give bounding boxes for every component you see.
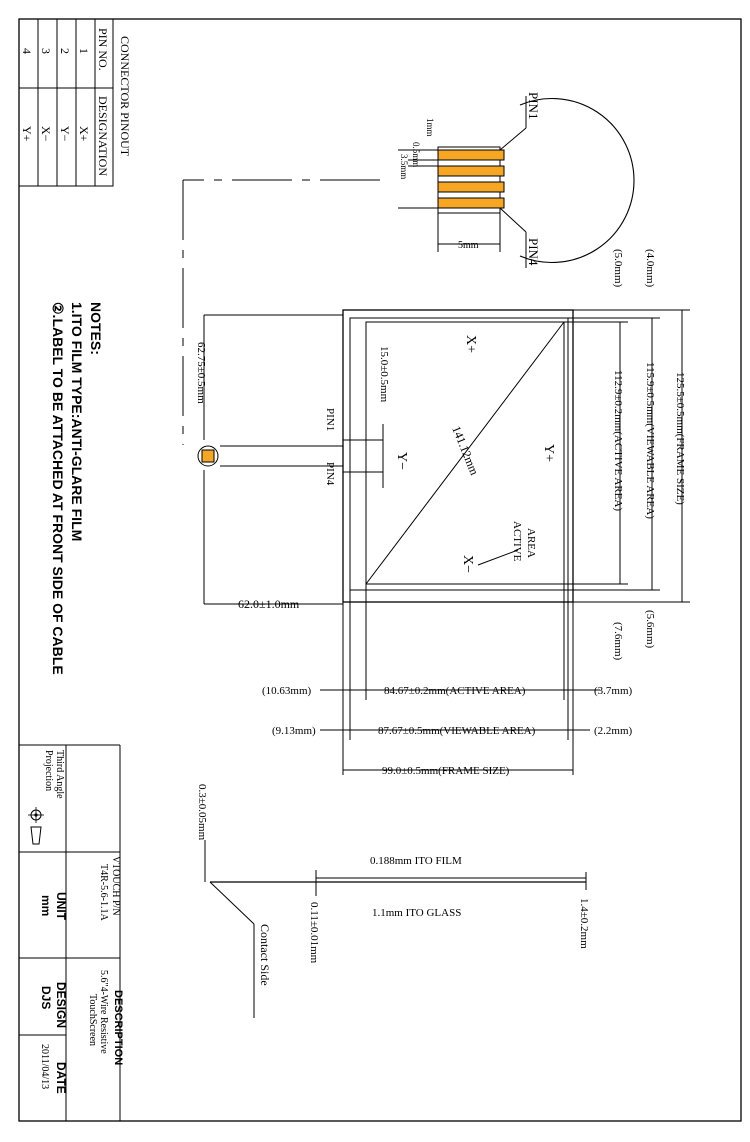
label-x-minus: X− [460, 555, 475, 573]
dim-top-5mm: (5.0mm) [612, 249, 624, 288]
active-area-label-2: AREA [525, 528, 537, 558]
pinout-title: CONNECTOR PINOUT [118, 36, 132, 157]
dim-bottom-76mm: (7.6mm) [612, 622, 624, 661]
tail-stiffener [342, 439, 384, 473]
dim-active-width: 84.67±0.2mm(ACTIVE AREA) [384, 685, 526, 697]
label-y-minus: Y− [394, 452, 409, 470]
section-total: 1.4±0.2mm [578, 898, 590, 949]
section-ito-glass: 1.1mm ITO GLASS [372, 907, 461, 919]
tail-pin1: PIN1 [324, 408, 336, 431]
title-unit-value: mm [39, 895, 53, 916]
section-ito-film: 0.188mm ITO FILM [370, 855, 462, 867]
viewable-outline [349, 317, 569, 591]
section-contact-side: Contact Side [258, 924, 272, 986]
title-unit-label: UNIT [54, 892, 68, 921]
title-design-value: DJS [39, 986, 53, 1009]
section-thk-tail: 0.3±0.05mm [196, 784, 208, 841]
projection-line1: Third Angle [54, 750, 65, 799]
title-design-label: DESIGN [54, 982, 68, 1028]
detail-circle [519, 97, 635, 264]
tail-offset-dim: 62.0±1.0mm [238, 597, 300, 611]
title-part-no: T4R-5.6-1.1A [98, 864, 109, 921]
dim-left-1063: (10.63mm) [262, 685, 312, 697]
section-view: 0.3±0.05mm 0.188mm ITO FILM 1.1mm ITO GL… [196, 784, 590, 1018]
section-gap: 0.11±0.01mm [308, 902, 320, 964]
title-date-label: DATE [54, 1062, 68, 1094]
dim-frame-height: 125.5±0.5mm(FRAME SIZE) [674, 372, 686, 505]
dim-top-4mm: (4.0mm) [644, 249, 656, 288]
detail-dim-5mm: 5mm [458, 240, 479, 251]
title-description-line1: 5.6"4-Wire Resistive [98, 970, 109, 1054]
title-company: VTOUCH P/N [110, 856, 121, 916]
active-outline [365, 321, 565, 585]
pinout-designation-4: Y+ [20, 126, 34, 142]
label-y-plus: Y+ [541, 444, 556, 462]
pinout-pin-2: 2 [58, 48, 72, 54]
dim-frame-width: 99.0±0.5mm(FRAME SIZE) [382, 765, 510, 777]
tail-width-dim: 15.0±0.5mm [378, 346, 390, 403]
dim-right-37: (3.7mm) [594, 685, 633, 697]
panel-front-view: 141.12mm X+ Y+ X− Y− ACTIVE AREA PIN1 PI… [195, 249, 690, 777]
connector-pinout-table: CONNECTOR PINOUT PIN NO. DESIGNATION 1 X… [18, 18, 132, 187]
title-description-line2: TouchScreen [87, 994, 98, 1046]
title-block: Third Angle Projection VTOUCH P/N T4R-5.… [19, 744, 124, 1121]
pinout-designation-3: X− [39, 126, 53, 142]
active-area-label-1: ACTIVE [511, 521, 523, 562]
dim-active-height: 112.9±0.2mm(ACTIVE AREA) [612, 370, 624, 511]
notes-block: NOTES: 1.ITO FILM TYPE:ANTI-GLARE FILM ②… [50, 302, 104, 675]
pinout-pin-4: 4 [20, 48, 34, 54]
pinout-col-pin: PIN NO. [96, 28, 110, 71]
frame-outline [342, 309, 574, 603]
title-date-value: 2011/04/13 [39, 1044, 50, 1089]
pinout-col-designation: DESIGNATION [96, 96, 110, 176]
pinout-pin-3: 3 [39, 48, 53, 54]
connector-detail: PIN1 PIN4 5mm 1mm 0.5mm 3.5mm [182, 92, 635, 445]
label-x-plus: X+ [463, 335, 478, 353]
dim-left-913: (9.13mm) [272, 725, 316, 737]
diagonal-line [365, 321, 565, 585]
note-2: ②.LABEL TO BE ATTACHED AT FRONT SIDE OF … [50, 302, 66, 675]
note-1: 1.ITO FILM TYPE:ANTI-GLARE FILM [69, 302, 85, 541]
pinout-pin-1: 1 [77, 48, 91, 54]
pinout-designation-2: Y− [58, 126, 72, 142]
title-description-label: DESCRIPTION [112, 990, 124, 1065]
dim-viewable-height: 115.9±0.5mm(VIEWABLE AREA) [644, 362, 656, 519]
detail-dim-1mm: 1mm [425, 118, 435, 137]
dim-viewable-width: 87.67±0.5mm(VIEWABLE AREA) [378, 725, 536, 737]
tail-contact-pad [201, 449, 215, 463]
detail-dim-35mm: 3.5mm [399, 154, 409, 179]
detail-pin4-label: PIN4 [526, 238, 541, 266]
sheet-border [18, 18, 742, 1122]
tail-detail-marker [197, 445, 219, 467]
notes-title: NOTES: [88, 302, 104, 355]
tail-length-dim: 62.75±0.5mm [195, 342, 207, 404]
conductor-strips [437, 149, 505, 209]
detail-pin1-label: PIN1 [526, 92, 541, 119]
projection-line2: Projection [43, 750, 54, 791]
dim-bottom-56mm: (5.6mm) [644, 610, 656, 649]
tail-pin4: PIN4 [324, 462, 336, 486]
detail-dim-05mm: 0.5mm [411, 142, 421, 167]
pinout-designation-1: X+ [77, 126, 91, 142]
third-angle-projection-icon [28, 807, 44, 845]
diagonal-label: 141.12mm [449, 424, 482, 478]
dim-right-22: (2.2mm) [594, 725, 633, 737]
